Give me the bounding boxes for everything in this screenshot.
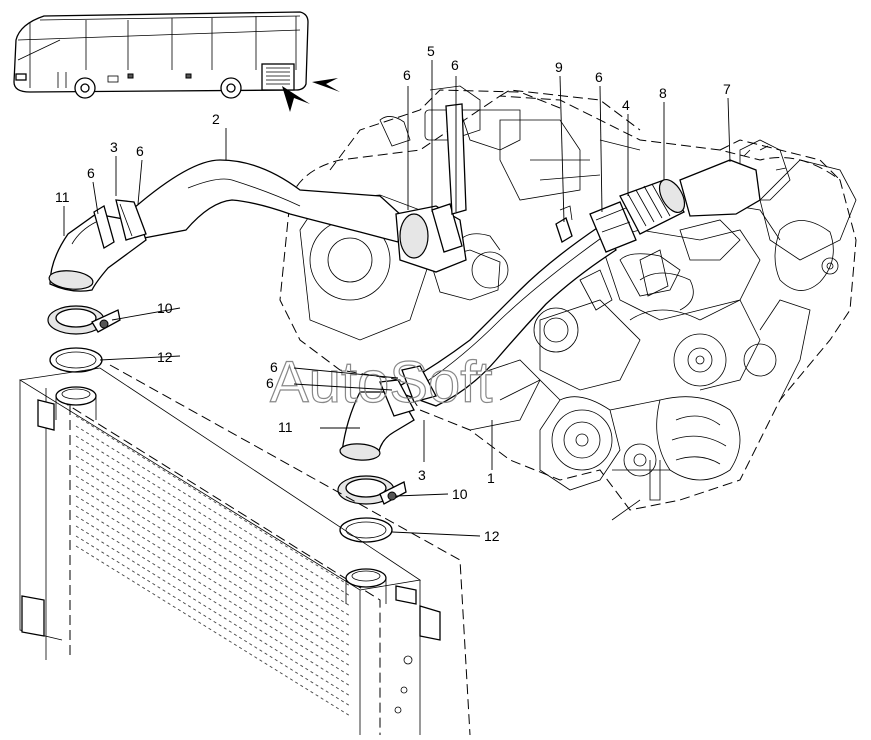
- callout-labels: 2 1 3 3 4 5 6 6 6 6 6 6 6 7 8 9 10 10 11…: [55, 43, 731, 544]
- engine-block: [279, 85, 857, 521]
- callout-10: 6: [451, 57, 459, 73]
- callout-2: 1: [487, 470, 495, 486]
- callout-7: 6: [136, 143, 144, 159]
- intake-duct: [679, 159, 761, 217]
- cooler-fin-row: [75, 465, 351, 637]
- callout-22: 12: [484, 528, 500, 544]
- cooler-fin-row: [75, 545, 351, 717]
- callout-13: 6: [266, 375, 274, 391]
- bus-locator-icon: [13, 11, 309, 99]
- callout-12: 6: [270, 359, 278, 375]
- callout-17: 10: [157, 300, 173, 316]
- cooler-fin-row: [75, 535, 351, 707]
- callout-6: 5: [427, 43, 435, 59]
- cooler-fin-row: [75, 475, 351, 647]
- cooler-fin-row: [75, 415, 351, 587]
- callout-11: 6: [595, 69, 603, 85]
- callout-14: 7: [723, 81, 731, 97]
- seal-ring-upper: [49, 347, 103, 373]
- cooler-fin-row: [75, 445, 351, 617]
- seal-ring-lower: [339, 517, 393, 543]
- callout-9: 6: [403, 67, 411, 83]
- callout-18: 10: [452, 486, 468, 502]
- hose-clamp-lower-left: [379, 365, 437, 417]
- clamp-ring-lower: [337, 475, 407, 505]
- callout-8: 6: [87, 165, 95, 181]
- cooler-fin-row: [75, 515, 351, 687]
- cooler-fin-row: [75, 455, 351, 627]
- bellows-hose: [619, 179, 686, 235]
- cooler-fin-row: [75, 485, 351, 657]
- callout-5: 4: [622, 97, 630, 113]
- elbow-hose-upper: [48, 213, 147, 292]
- callout-3: 3: [110, 139, 118, 155]
- cooler-fins: [75, 415, 351, 717]
- hose-clamp-upper-left: [93, 199, 147, 249]
- connector-sleeve: [589, 201, 637, 253]
- leader-lines: [63, 60, 731, 537]
- vent-pipe: [555, 205, 573, 243]
- watermark-text: AutoSoft: [270, 350, 492, 415]
- cooler-fin-row: [75, 525, 351, 697]
- callout-16: 9: [555, 59, 563, 75]
- callout-20: 11: [278, 419, 293, 435]
- charge-air-cooler: [18, 364, 471, 736]
- cooler-fin-row: [75, 425, 351, 597]
- callout-1: 2: [212, 111, 220, 127]
- cooler-fin-row: [75, 435, 351, 607]
- clamp-ring-upper: [47, 305, 121, 335]
- callout-15: 8: [659, 85, 667, 101]
- charge-air-pipe-upper: [133, 159, 403, 243]
- locator-arrow-icon: [282, 78, 340, 112]
- callout-19: 11: [55, 189, 70, 205]
- callout-21: 12: [157, 349, 173, 365]
- cooler-fin-row: [75, 505, 351, 677]
- callout-4: 3: [418, 467, 426, 483]
- cooler-fin-row: [75, 495, 351, 667]
